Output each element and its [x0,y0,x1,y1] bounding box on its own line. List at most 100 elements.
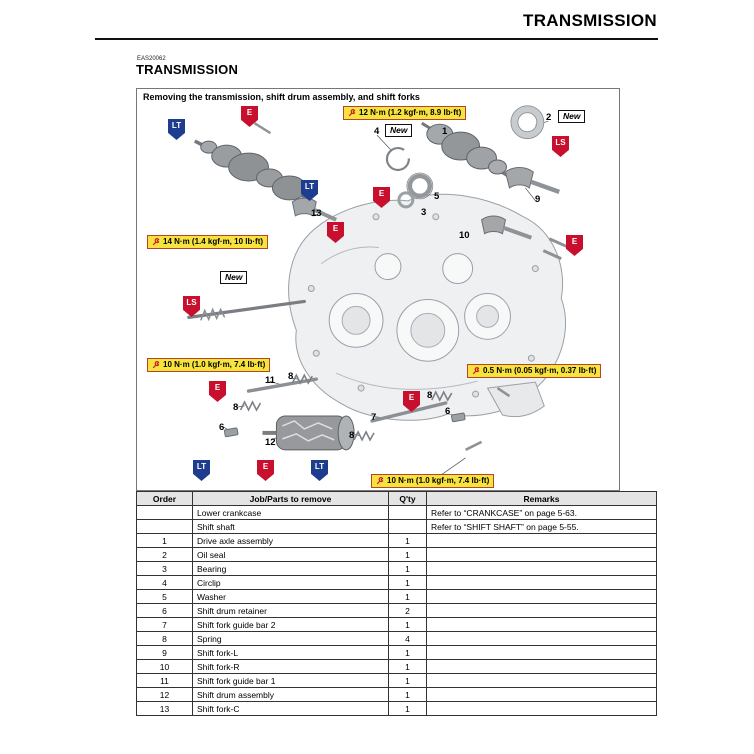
cell-job: Washer [192,589,389,604]
cell-qty: 1 [388,645,427,660]
annotation-layer: 12 N·m (1.2 kgf·m, 8.9 lb·ft) 14 N·m (1.4… [137,89,619,490]
new-part-label: New [385,124,413,137]
cell-order: 12 [136,687,193,702]
cell-remarks [426,589,657,604]
cell-qty: 1 [388,659,427,674]
cell-order: 8 [136,631,193,646]
cell-remarks [426,617,657,632]
cell-remarks [426,701,657,716]
cell-remarks [426,575,657,590]
engine-oil-badge-icon: E [373,187,390,208]
cell-remarks [426,603,657,618]
cell-remarks: Refer to “SHIFT SHAFT” on page 5-55. [426,519,657,534]
wrench-icon [376,477,384,485]
callout-number-9: 9 [535,194,541,205]
cell-order: 10 [136,659,193,674]
torque-spec-label: 14 N·m (1.4 kgf·m, 10 lb·ft) [147,235,269,249]
table-header-remarks: Remarks [426,491,657,506]
callout-number-6: 6 [445,406,451,417]
wrench-icon [472,367,480,375]
callout-number-8: 8 [288,371,294,382]
cell-qty: 1 [388,533,427,548]
engine-oil-badge-icon: E [241,106,258,127]
torque-spec-label: 10 N·m (1.0 kgf·m, 7.4 lb·ft) [371,474,495,488]
engine-oil-badge-icon: E [209,381,226,402]
lithium-soap-grease-badge-icon: LS [552,136,569,157]
cell-job: Oil seal [192,547,389,562]
cell-job: Spring [192,631,389,646]
eas-code: EAS20062 [137,56,166,62]
callout-number-5: 5 [434,191,440,202]
cell-order: 1 [136,533,193,548]
loctite-badge-icon: LT [168,119,185,140]
callout-number-8: 8 [349,430,355,441]
engine-oil-badge-icon: E [566,235,583,256]
cell-qty: 1 [388,687,427,702]
callout-number-8: 8 [427,390,433,401]
callout-number-8: 8 [233,402,239,413]
table-header-job-parts-to-remove: Job/Parts to remove [192,491,389,506]
cell-remarks [426,659,657,674]
cell-job: Shift fork-C [192,701,389,716]
cell-qty [388,505,427,520]
cell-qty: 1 [388,547,427,562]
cell-order: 9 [136,645,193,660]
cell-job: Circlip [192,575,389,590]
cell-qty: 1 [388,589,427,604]
new-part-label: New [220,271,248,284]
figure-caption: Removing the transmission, shift drum as… [143,92,420,102]
cell-remarks [426,561,657,576]
engine-oil-badge-icon: E [327,222,344,243]
cell-order [136,505,193,520]
torque-spec-label: 0.5 N·m (0.05 kgf·m, 0.37 lb·ft) [467,364,602,378]
loctite-badge-icon: LT [311,460,328,481]
callout-number-1: 1 [442,126,448,137]
callout-number-6: 6 [219,422,225,433]
cell-order: 6 [136,603,193,618]
table-header-q-ty: Q'ty [388,491,427,506]
cell-job: Bearing [192,561,389,576]
cell-order: 2 [136,547,193,562]
loctite-badge-icon: LT [301,180,318,201]
callout-number-10: 10 [459,230,470,241]
cell-qty: 1 [388,701,427,716]
figure-box: Removing the transmission, shift drum as… [136,88,620,491]
torque-spec-text: 12 N·m (1.2 kgf·m, 8.9 lb·ft) [359,108,462,117]
section-title: TRANSMISSION [136,62,239,77]
cell-remarks [426,673,657,688]
callout-number-7: 7 [371,412,377,423]
cell-remarks [426,687,657,702]
new-part-label: New [558,110,586,123]
cell-job: Shift fork guide bar 1 [192,673,389,688]
cell-remarks [426,533,657,548]
callout-number-4: 4 [374,126,380,137]
page-header-title: TRANSMISSION [523,11,657,30]
callout-number-3: 3 [421,207,427,218]
torque-spec-text: 10 N·m (1.0 kgf·m, 7.4 lb·ft) [387,476,490,485]
torque-spec-label: 12 N·m (1.2 kgf·m, 8.9 lb·ft) [343,106,467,120]
torque-spec-text: 0.5 N·m (0.05 kgf·m, 0.37 lb·ft) [483,366,597,375]
loctite-badge-icon: LT [193,460,210,481]
wrench-icon [152,238,160,246]
engine-oil-badge-icon: E [257,460,274,481]
torque-spec-label: 10 N·m (1.0 kgf·m, 7.4 lb·ft) [147,358,271,372]
cell-job: Shift drum retainer [192,603,389,618]
cell-job: Shift fork-R [192,659,389,674]
torque-spec-text: 14 N·m (1.4 kgf·m, 10 lb·ft) [163,237,264,246]
torque-spec-text: 10 N·m (1.0 kgf·m, 7.4 lb·ft) [163,360,266,369]
cell-remarks: Refer to “CRANKCASE” on page 5-63. [426,505,657,520]
